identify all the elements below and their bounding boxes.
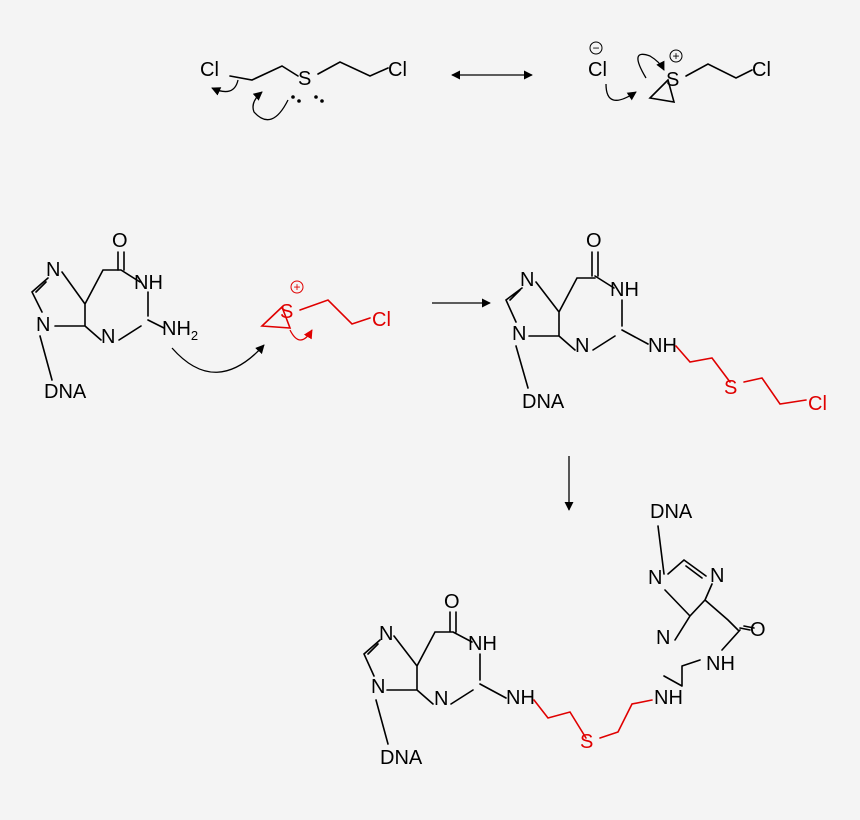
bond-red-chain — [299, 299, 371, 325]
atom-s-ion: S — [666, 69, 679, 91]
atom-n1h: NH — [706, 653, 735, 675]
bond-chain-ion — [685, 63, 753, 79]
atom-o: O — [750, 619, 766, 641]
curved-arrow-nucleophile — [171, 344, 265, 373]
curved-arrow-s-attack — [252, 91, 289, 121]
atom-n3: N — [101, 326, 115, 348]
plus-charge-red: + — [293, 280, 300, 294]
lone-pair-dot — [314, 95, 318, 99]
atom-n7: N — [46, 259, 60, 281]
atom-nh-link: NH — [506, 687, 535, 709]
lone-pair-dot — [320, 99, 324, 103]
atom-n1h: NH — [134, 272, 163, 294]
atom-n7: N — [379, 623, 393, 645]
lone-pair-dot — [297, 99, 301, 103]
charge-circle — [589, 41, 603, 55]
atom-s-red: S — [280, 301, 293, 323]
bond-c-o-double — [117, 251, 125, 271]
atom-o: O — [112, 230, 128, 252]
bond-guanine-right — [657, 525, 755, 687]
atom-o: O — [586, 230, 602, 252]
atom-dna: DNA — [650, 501, 693, 523]
atom-nh-link: NH — [654, 687, 683, 709]
charge-circle — [669, 49, 683, 63]
atom-n9: N — [36, 314, 50, 336]
bond-guanine-rings — [31, 269, 149, 341]
lone-pair-dot — [291, 95, 295, 99]
atom-s-linker: S — [724, 377, 737, 399]
curved-arrow-cl-leaving — [211, 79, 239, 96]
atom-dna: DNA — [380, 747, 423, 769]
bond-substituents — [39, 319, 165, 381]
atom-s-neutral: S — [298, 68, 311, 90]
atom-n3: N — [575, 335, 589, 357]
atom-n3: N — [434, 688, 448, 710]
atom-n9: N — [371, 676, 385, 698]
atom-n1h: NH — [468, 633, 497, 655]
atom-n1h: NH — [610, 279, 639, 301]
guanine-reactant: O N NH N N NH2 DNA — [31, 230, 265, 403]
atom-cl-red: Cl — [372, 309, 391, 331]
bond-chain-left — [229, 65, 299, 81]
curved-arrow-ring-close — [637, 53, 665, 79]
atom-n9: N — [648, 567, 662, 589]
bond-three-ring — [648, 78, 676, 103]
bond-guanine-left — [363, 611, 507, 745]
atom-s-crosslink: S — [580, 731, 593, 753]
minus-charge: − — [592, 41, 599, 55]
atom-n7: N — [520, 269, 534, 291]
bond-red-linker — [675, 345, 807, 405]
atom-dna: DNA — [44, 381, 87, 403]
charge-circle — [290, 280, 304, 294]
bond-c-o-double — [591, 251, 599, 277]
atom-nh2: NH2 — [162, 318, 198, 343]
atom-n3: N — [656, 627, 670, 649]
episulfonium-red: S + Cl — [260, 280, 391, 341]
atom-dna: DNA — [522, 391, 565, 413]
bond-red-ring — [260, 305, 292, 329]
atom-cl-ion-end: Cl — [752, 59, 771, 81]
crosslink-product: O N NH N N NH DNA S NH NH N O N N DNA — [363, 501, 766, 769]
bond-guanine-rings — [505, 275, 649, 389]
bond-red-crosslink — [533, 699, 653, 739]
curved-arrow-chloride — [605, 83, 637, 101]
atom-cl-right: Cl — [388, 59, 407, 81]
episulfonium-ion: Cl − S + Cl — [588, 41, 771, 103]
atom-n9: N — [512, 323, 526, 345]
atom-nh-link: NH — [648, 335, 677, 357]
bond-chain-right — [317, 61, 389, 77]
atom-cl-left: Cl — [200, 59, 219, 81]
atom-n7: N — [710, 565, 724, 587]
plus-charge: + — [672, 49, 679, 63]
atom-o: O — [444, 591, 460, 613]
atom-cl-ion: Cl — [588, 59, 607, 81]
guanine-alkylated: O N NH N N NH DNA S Cl — [505, 230, 827, 415]
mustard-neutral: Cl S Cl — [200, 59, 407, 121]
atom-cl-linker: Cl — [808, 393, 827, 415]
curved-arrow-red — [289, 329, 313, 341]
